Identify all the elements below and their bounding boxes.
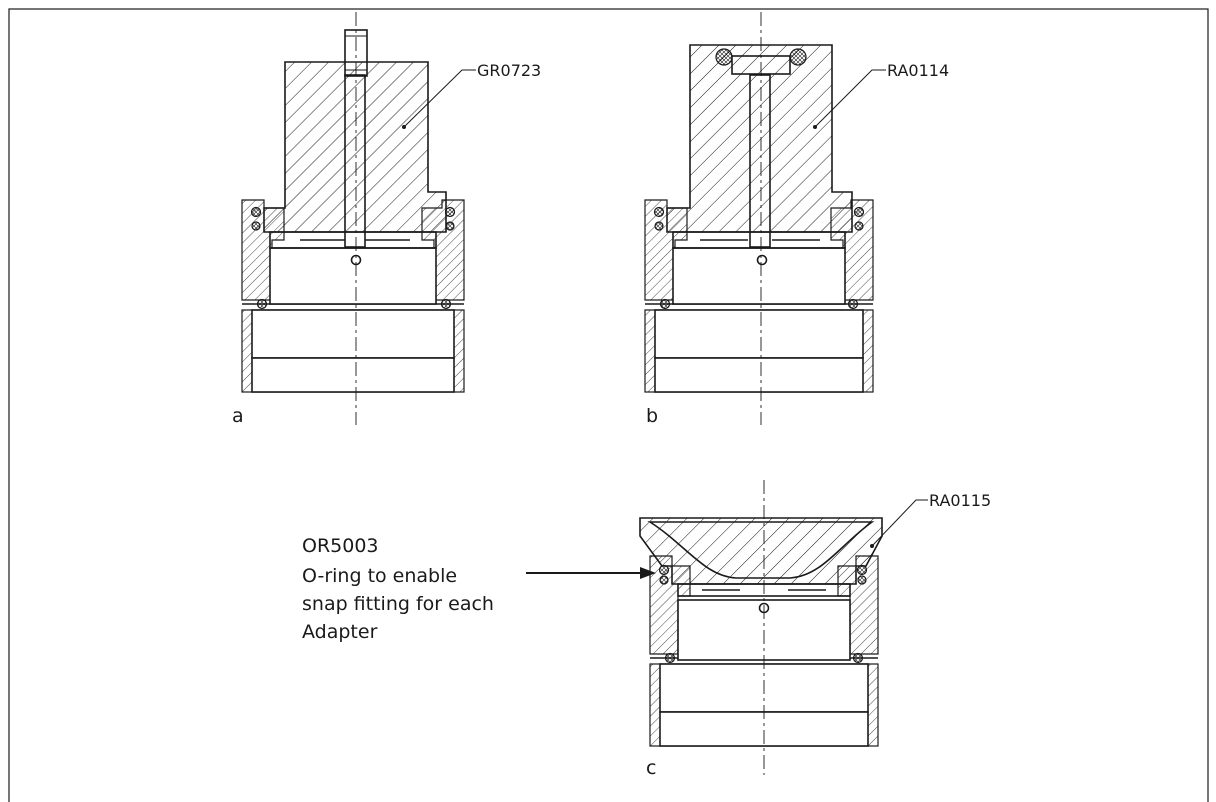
part-b-drawing [644, 12, 886, 425]
callout-ra0115: RA0115 [929, 491, 991, 510]
part-a-drawing [241, 12, 476, 425]
oring-code: OR5003 [302, 535, 379, 557]
callout-ra0114: RA0114 [887, 61, 949, 80]
part-c-drawing [526, 480, 928, 775]
sub-label-b: b [646, 405, 658, 427]
page-border [8, 8, 1209, 802]
oring-note-line-3: Adapter [302, 621, 378, 643]
oring-note-line-2: snap fitting for each [302, 593, 494, 615]
sub-label-a: a [232, 405, 244, 427]
sub-label-c: c [646, 757, 656, 779]
callout-gr0723: GR0723 [477, 61, 541, 80]
oring-note-line-1: O-ring to enable [302, 565, 457, 587]
